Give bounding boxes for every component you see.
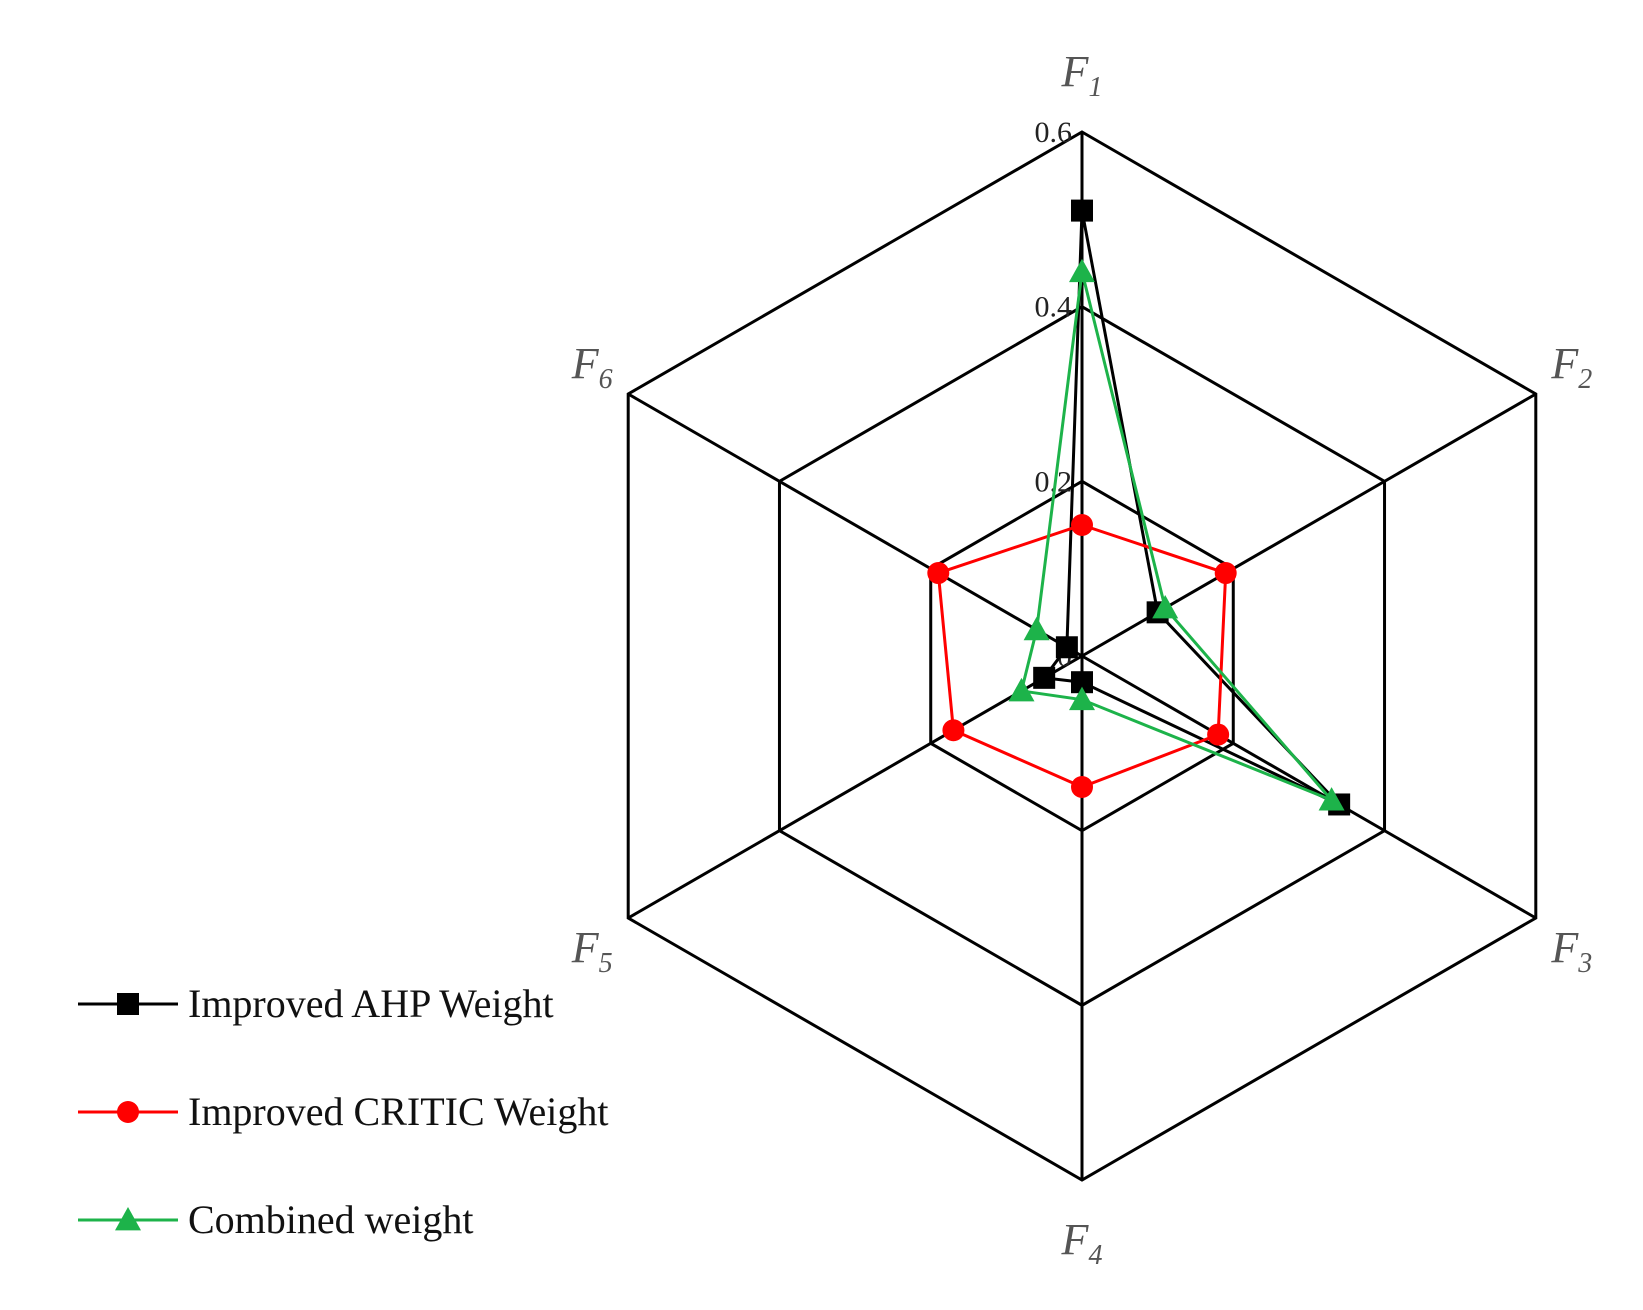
data-point xyxy=(927,562,950,585)
data-point xyxy=(942,719,965,742)
axis-spoke-3 xyxy=(1081,654,1537,920)
data-point xyxy=(1318,787,1345,811)
data-point xyxy=(1069,258,1095,283)
data-point xyxy=(1055,636,1078,659)
radial-tick-labels: 00.20.40.6 xyxy=(1035,116,1073,673)
radar-grid xyxy=(626,130,1538,1182)
data-point xyxy=(1071,671,1093,694)
tick-label: 0.4 xyxy=(1035,291,1073,324)
axis-label-6: F6 xyxy=(571,339,613,395)
tick-label: 0.6 xyxy=(1035,116,1073,149)
data-point xyxy=(1152,594,1179,619)
data-series xyxy=(927,199,1351,816)
legend-marker xyxy=(117,1101,139,1123)
legend-item-2: Improved CRITIC Weight xyxy=(78,1089,608,1134)
data-point xyxy=(1033,666,1056,689)
data-point xyxy=(1023,616,1050,641)
legend-marker xyxy=(115,1207,141,1231)
legend-marker xyxy=(117,993,139,1015)
axis-label-3: F3 xyxy=(1550,923,1592,979)
data-point xyxy=(1069,686,1095,711)
data-point xyxy=(1071,776,1093,798)
data-point xyxy=(1207,723,1230,746)
axis-label-5: F5 xyxy=(571,923,613,979)
axis-label-2: F2 xyxy=(1550,339,1592,395)
legend-item-3: Combined weight xyxy=(78,1197,474,1242)
legend-label: Combined weight xyxy=(188,1197,474,1242)
series-3 xyxy=(1008,258,1345,811)
data-point xyxy=(1071,514,1093,536)
data-point xyxy=(1008,677,1035,702)
data-point xyxy=(1214,562,1237,585)
data-point xyxy=(1071,199,1093,222)
axis-spoke-6 xyxy=(627,392,1083,658)
legend-item-1: Improved AHP Weight xyxy=(78,981,554,1026)
axis-label-4: F4 xyxy=(1061,1215,1103,1271)
axis-spoke-5 xyxy=(627,654,1083,920)
legend-label: Improved AHP Weight xyxy=(188,981,554,1026)
axis-label-1: F1 xyxy=(1061,47,1103,103)
legend-label: Improved CRITIC Weight xyxy=(188,1089,608,1134)
series-2 xyxy=(927,514,1237,798)
